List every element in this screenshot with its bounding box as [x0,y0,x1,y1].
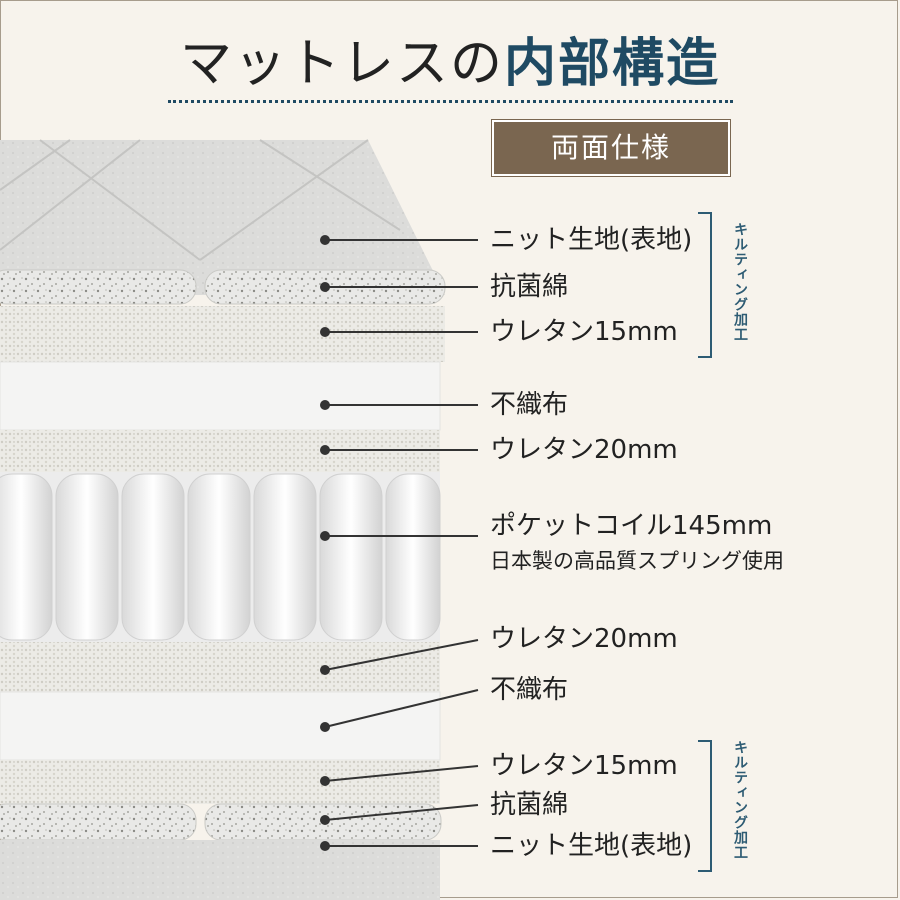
title-underline [168,100,733,103]
bottom-antibacterial-cotton-layer [0,803,442,841]
layer-label-top-urethane-15: ウレタン15mm [490,317,678,347]
urethane-20mm-layer-lower [0,642,440,692]
top-urethane-15mm-layer [0,306,445,362]
quilting-bracket-top [698,212,712,358]
double-sided-badge: 両面仕様 [491,119,731,177]
leader-lines [324,239,479,847]
leader-dots [320,235,330,851]
layer-label-bottom-urethane-15: ウレタン15mm [490,751,678,781]
layer-label-nonwoven-lower: 不織布 [490,675,569,705]
pocket-coil-layer [0,472,441,642]
layer-label-pocket-coil: ポケットコイル145mm [490,511,773,541]
layer-label-bottom-cotton: 抗菌綿 [490,790,569,820]
layer-label-top-cotton: 抗菌綿 [490,272,569,302]
layer-label-urethane-20-lower: ウレタン20mm [490,624,678,654]
quilting-note-top: キルティング加工 [732,222,748,342]
layer-label-urethane-20-upper: ウレタン20mm [490,435,678,465]
bottom-knit-fabric-layer [0,840,440,900]
layer-label-top-knit: ニット生地(表地) [490,225,693,255]
quilting-bracket-bottom [698,740,712,872]
nonwoven-layer-upper [0,361,441,431]
quilting-note-bottom: キルティング加工 [732,740,748,860]
title-part-2: 内部構造 [504,34,721,94]
layer-label-bottom-knit: ニット生地(表地) [490,831,693,861]
pocket-coil-note: 日本製の高品質スプリング使用 [490,549,784,573]
top-knit-fabric-layer [0,139,445,295]
layer-label-nonwoven-upper: 不織布 [490,390,569,420]
title-part-1: マットレスの [179,34,504,94]
page-title: マットレスの内部構造 [0,24,900,104]
nonwoven-layer-lower [0,691,441,761]
bottom-urethane-15mm-layer [0,760,440,804]
